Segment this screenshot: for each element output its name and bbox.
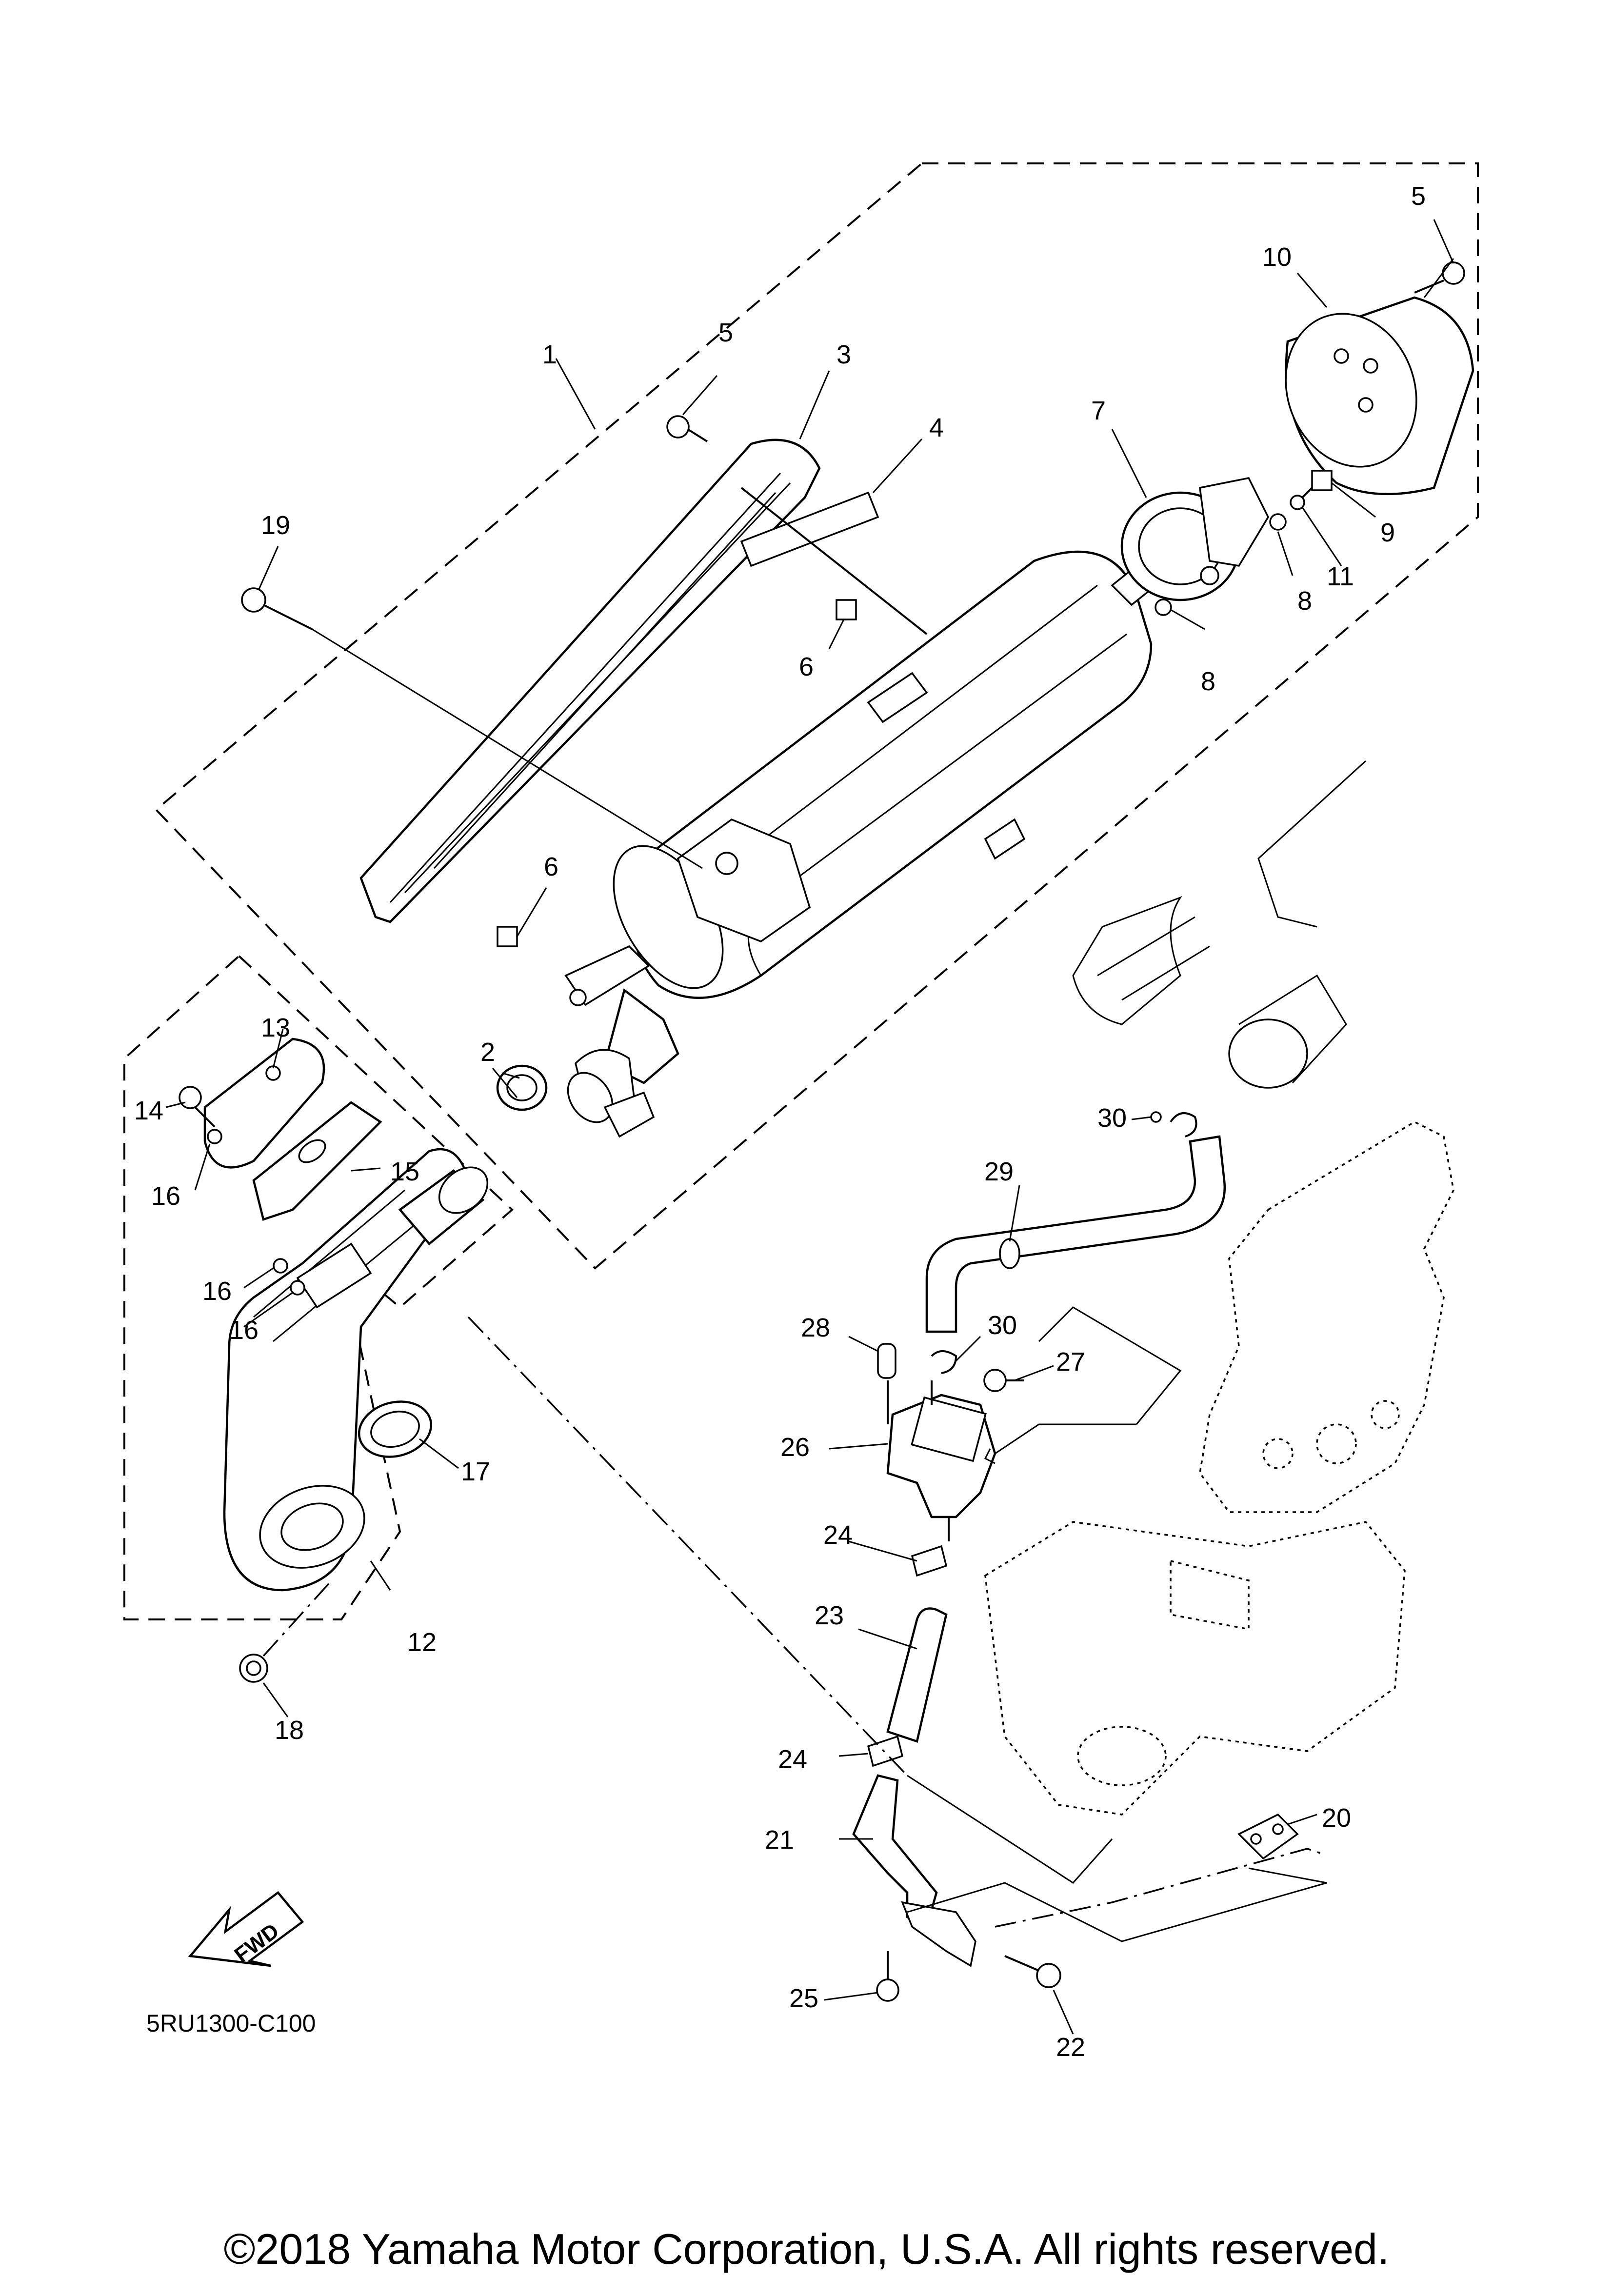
- reed-valve-26: [886, 1380, 996, 1541]
- air-hose-29: [925, 1135, 1226, 1333]
- callout-30-lower: 30: [988, 1311, 1017, 1340]
- callout-6-upper: 6: [799, 652, 814, 681]
- nut-6-lower-icon: [497, 926, 518, 947]
- washer-16-b-icon: [273, 1258, 288, 1274]
- callout-25: 25: [789, 1984, 818, 2013]
- bolt-22-icon: [1004, 1955, 1061, 1988]
- callout-1: 1: [542, 340, 557, 369]
- callout-24-upper: 24: [823, 1520, 853, 1550]
- clamp-24-upper-icon: [911, 1545, 948, 1577]
- callout-5-top: 5: [1411, 181, 1426, 211]
- callout-3: 3: [836, 340, 851, 369]
- washer-16-a-icon: [207, 1129, 222, 1144]
- muffler-group-outline: [155, 162, 1479, 1270]
- washer-16-c-icon: [290, 1280, 305, 1296]
- pipe-21: [852, 1774, 976, 1967]
- bolt-9-icon: [1301, 470, 1333, 499]
- nut-6-upper-icon: [836, 599, 857, 620]
- callout-20: 20: [1322, 1803, 1351, 1833]
- callout-4: 4: [929, 413, 944, 442]
- clip-30-upper-icon: [1150, 1111, 1197, 1138]
- callout-16-c: 16: [229, 1316, 259, 1345]
- callout-18: 18: [275, 1716, 304, 1745]
- bolt-19-icon: [241, 587, 703, 869]
- exhaust-pipe-group-outline: [123, 955, 514, 1620]
- callout-9: 9: [1380, 518, 1395, 547]
- collar-2-icon: [496, 1064, 548, 1111]
- callout-29: 29: [984, 1157, 1014, 1186]
- callout-23: 23: [815, 1601, 844, 1630]
- callout-6-lower: 6: [544, 852, 558, 881]
- callout-16-b: 16: [202, 1277, 232, 1306]
- bolt-5-top-icon: [1414, 258, 1465, 298]
- engine-block-outline: [984, 1521, 1406, 1816]
- callout-2: 2: [480, 1038, 495, 1067]
- callout-10: 10: [1262, 242, 1292, 272]
- callout-26: 26: [780, 1433, 810, 1462]
- washer-8-b-icon: [1269, 513, 1287, 531]
- bolt-5-left-icon: [666, 415, 708, 442]
- callouts: 1 2 3 4 5 5 6 6 7 8 8 9 10 11 12 13 14 1…: [134, 181, 1426, 2062]
- diagram-code: 5RU1300-C100: [146, 2010, 316, 2037]
- assembly-lines: [467, 1306, 1327, 1942]
- callout-17: 17: [461, 1457, 490, 1486]
- callout-30-upper: 30: [1097, 1103, 1127, 1133]
- callout-11: 11: [1327, 562, 1354, 591]
- gasket-20-icon: [1237, 1813, 1299, 1860]
- tail-cap-7: [1120, 477, 1269, 601]
- callout-14: 14: [134, 1096, 163, 1125]
- gasket-17-icon: [358, 1400, 433, 1458]
- copyright-notice: ©2018 Yamaha Motor Corporation, U.S.A. A…: [223, 2225, 1390, 2273]
- cap-28-icon: [877, 1343, 896, 1379]
- callout-27: 27: [1056, 1347, 1085, 1377]
- callout-7: 7: [1091, 396, 1106, 425]
- crankcase-cover-outline: [1199, 1121, 1454, 1513]
- callout-8-upper: 8: [1297, 586, 1312, 616]
- callout-22: 22: [1056, 2033, 1085, 2062]
- muffler-body: [564, 550, 1157, 1138]
- muffler-gasket-4: [740, 487, 928, 635]
- callout-12: 12: [407, 1628, 437, 1657]
- callout-28: 28: [801, 1313, 830, 1342]
- heat-protector-13: [203, 1038, 325, 1169]
- callout-8-lower: 8: [1201, 667, 1215, 696]
- end-cover-10: [1285, 296, 1474, 496]
- frame-outline: [1072, 760, 1367, 1089]
- leader-lines: [165, 219, 1454, 2035]
- hose-23: [886, 1607, 948, 1743]
- clip-30-lower-icon: [931, 1350, 957, 1374]
- callout-5-left: 5: [718, 318, 733, 347]
- heat-protector-15: [252, 1101, 382, 1221]
- callout-21: 21: [765, 1825, 794, 1855]
- callout-13: 13: [261, 1013, 290, 1042]
- bolt-25-icon: [876, 1951, 899, 2002]
- callout-15: 15: [390, 1157, 419, 1186]
- exhaust-pipe-12: [223, 1148, 489, 1592]
- nut-18-icon: [239, 1579, 333, 1683]
- washer-11-icon: [1290, 495, 1305, 510]
- muffler-protector-3: [359, 439, 821, 923]
- callout-19: 19: [261, 511, 290, 540]
- bolt-27-icon: [983, 1369, 1024, 1392]
- fwd-arrow-icon: FWD: [188, 1891, 304, 1967]
- callout-16-a: 16: [151, 1181, 180, 1211]
- washer-8-a-icon: [1155, 599, 1172, 616]
- callout-24-lower: 24: [778, 1745, 807, 1774]
